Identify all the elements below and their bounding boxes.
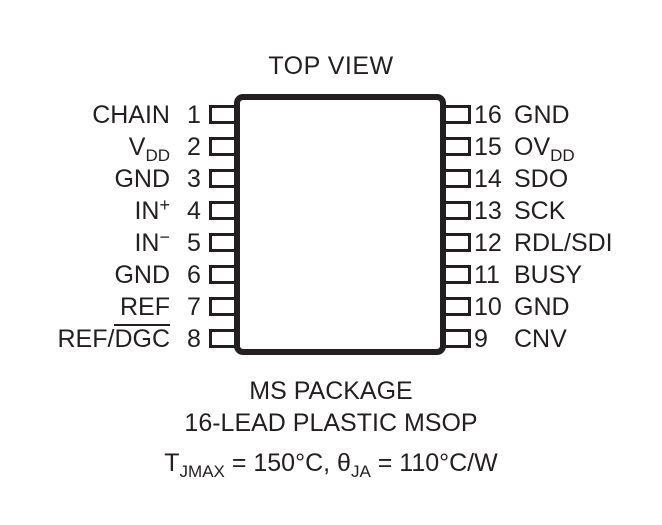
thermal-spec-caption: TJMAX = 150°C, θJA = 110°C/W [0,449,662,481]
diagram-title: TOP VIEW [268,52,394,80]
pin-number: 2 [187,132,201,161]
pin-signal-name: SCK [514,197,565,226]
pin-label-row: 13 SCK [474,196,662,226]
pin-number: 15 [474,132,502,161]
pin-label-row: REF 7 [0,292,205,322]
pin-name-text: IN [134,228,160,257]
pin-name-text: V [128,132,146,161]
pin-signal-name: GND [114,261,170,290]
pin-lead [442,201,471,220]
pin-label-row: IN+4 [0,194,205,226]
pin-label-row: 12 RDL/SDI [474,228,662,258]
pin-name-text: IN [134,196,160,225]
pin-label-row: GND 6 [0,260,205,290]
package-lead-caption: 16-LEAD PLASTIC MSOP [184,409,478,437]
pin-lead [442,265,471,284]
pin-name-text: REF/ [57,325,115,353]
pin-name-text: GND [114,164,170,193]
pin-number: 12 [474,228,502,257]
pin-label-row: 9 CNV [474,324,662,354]
pin-name-text: CNV [514,324,567,353]
pin-label-row: CHAIN 1 [0,100,205,130]
pin-name-subscript: DD [550,145,575,165]
pin-name-overline: DGC [114,324,170,353]
pin-name-text: GND [514,100,570,129]
pin-signal-name: GND [514,101,570,130]
pin-label-row: GND 3 [0,164,205,194]
tjmax-value: = 150°C, [224,449,338,477]
tjmax-subscript: JMAX [179,462,225,481]
pin-signal-name: REF [120,293,170,322]
pin-number: 11 [474,260,500,289]
pin-name-text: SDO [514,164,569,193]
pin-number: 13 [474,196,502,225]
pin-label-row: REF/DGC 8 [0,324,205,354]
pin-number: 5 [187,228,201,257]
pin-name-text: GND [514,292,570,321]
pin-label-row: 15 OVDD [474,132,662,165]
package-body-outline [234,94,446,355]
pin-number: 4 [187,196,201,225]
pin-number: 6 [187,260,201,289]
pin-label-row: IN−5 [0,226,205,258]
pin-signal-name: GND [114,165,170,194]
pin-number: 1 [187,100,201,129]
pin-lead [442,105,471,124]
pin-number: 8 [187,324,201,353]
pin-signal-name: VDD [128,132,170,165]
pin-label-row: 14 SDO [474,164,662,194]
package-name-caption: MS PACKAGE [249,377,413,405]
pin-name-text: RDL/SDI [514,228,613,257]
pin-signal-name: OVDD [514,132,575,165]
theta-ja-subscript: JA [350,462,371,481]
pin-name-text: CHAIN [92,100,170,129]
pin-signal-name: CHAIN [92,101,170,130]
pin-label-row: 11 BUSY [474,260,662,290]
pin-number: 16 [474,100,502,129]
pin-label-row: 10 GND [474,292,662,322]
theta-ja-value: = 110°C/W [370,449,498,477]
pin-number: 10 [474,292,502,321]
pin-name-text: OV [514,132,551,161]
pin-signal-name: IN− [134,226,170,258]
pin-lead [442,329,471,348]
pin-name-text: BUSY [514,260,583,289]
pin-number: 7 [187,292,201,321]
pin-signal-name: RDL/SDI [514,229,613,258]
pin-signal-name: REF/DGC [57,324,170,354]
pin-name-text: SCK [514,196,566,225]
pin-lead [442,233,471,252]
pin-lead [442,169,471,188]
pin-signal-name: CNV [514,325,567,354]
pin-signal-name: SDO [514,165,568,194]
pin-name-superscript: + [159,194,170,215]
pin-name-superscript: − [159,226,170,247]
theta-ja-symbol: θ [337,449,351,477]
pin-signal-name: IN+ [134,194,170,226]
pin-name-subscript: DD [145,145,170,165]
pin-label-row: VDD 2 [0,132,205,165]
pin-signal-name: BUSY [514,261,582,290]
pin-number: 3 [187,164,201,193]
pin-number: 9 [474,324,488,353]
pin-number: 14 [474,164,502,193]
pin-name-text: REF [120,292,170,321]
pin-lead [442,137,471,156]
pin-signal-name: GND [514,293,570,322]
pin-label-row: 16 GND [474,100,662,130]
pin-lead [442,297,471,316]
pin-name-text: GND [114,260,170,289]
tjmax-symbol: T [164,449,180,477]
